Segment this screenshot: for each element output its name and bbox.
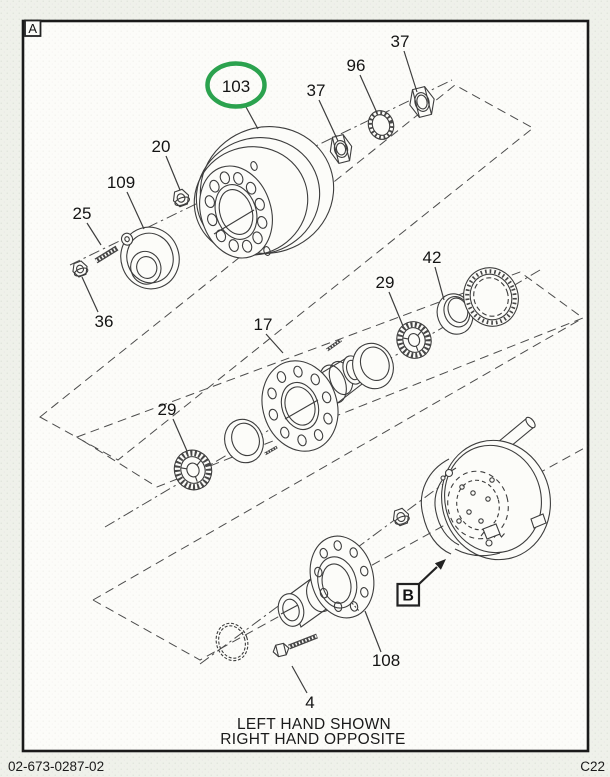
wheel-hub-drawing <box>261 355 364 452</box>
anchor-nut-drawing <box>391 507 411 527</box>
spindle-nut-outer-drawing <box>406 85 437 119</box>
leader-lines <box>81 50 445 694</box>
callout-label-96: 96 <box>347 56 366 75</box>
backing-plate-holes <box>456 477 495 524</box>
caption-line-1: LEFT HAND SHOWN <box>237 716 391 733</box>
callout-label-42: 42 <box>423 248 442 267</box>
callout-label-29-inner: 29 <box>158 400 177 419</box>
callout-label-109: 109 <box>107 173 135 192</box>
drum-bolt-holes <box>204 171 268 253</box>
callout-label-108: 108 <box>372 651 400 670</box>
callout-label-103: 103 <box>222 77 250 96</box>
outer-seal-cup-drawing <box>352 342 394 390</box>
phantom-outline-bottom-row <box>92 317 589 661</box>
callout-label-37-inner: 37 <box>307 81 326 100</box>
caption: LEFT HAND SHOWN RIGHT HAND OPPOSITE <box>220 716 405 748</box>
callout-label-37-outer: 37 <box>391 32 410 51</box>
callout-label-4: 4 <box>305 693 314 712</box>
page-code: C22 <box>580 759 605 774</box>
bolt-drawing <box>272 633 318 658</box>
spindle-drawing <box>277 535 375 628</box>
hub-cap-nut-drawing <box>171 188 191 208</box>
bearing-cup-drawing <box>436 293 474 335</box>
detail-marker-b-label: B <box>402 588 414 605</box>
brake-drum-drawing <box>193 126 335 259</box>
spindle-bolt-holes <box>314 540 369 613</box>
hub-stud-top-drawing <box>325 338 343 352</box>
document-number: 02-673-0287-02 <box>8 759 104 774</box>
gasket-drawing <box>215 622 249 662</box>
hub-stud-bottom-drawing <box>264 445 278 456</box>
inner-seal-cup-drawing <box>224 418 264 464</box>
inner-bearing-cone-drawing <box>173 449 213 491</box>
highlight-circle <box>205 61 267 109</box>
hub-cap-drawing <box>120 226 180 290</box>
outer-bearing-cone-drawing <box>396 321 432 359</box>
callout-label-36: 36 <box>95 312 114 331</box>
detail-arrow-head <box>434 559 446 570</box>
hub-cap-stud-drawing <box>94 245 119 264</box>
detail-marker-b: B <box>396 559 446 607</box>
stud-nut-drawing <box>71 260 90 278</box>
callout-label-17: 17 <box>254 315 273 334</box>
caption-line-2: RIGHT HAND OPPOSITE <box>220 731 405 748</box>
callout-label-20: 20 <box>152 137 171 156</box>
lock-washer-drawing <box>367 110 395 140</box>
hub-stud-holes <box>267 365 333 447</box>
spindle-nut-inner-drawing <box>327 133 355 164</box>
tone-ring-drawing <box>463 267 519 327</box>
callout-label-25: 25 <box>73 204 92 223</box>
callout-label-29-outer: 29 <box>376 273 395 292</box>
brake-shoe-assembly-drawing <box>420 439 551 561</box>
view-marker-a-label: A <box>28 21 37 36</box>
view-marker-a: A <box>24 19 42 37</box>
